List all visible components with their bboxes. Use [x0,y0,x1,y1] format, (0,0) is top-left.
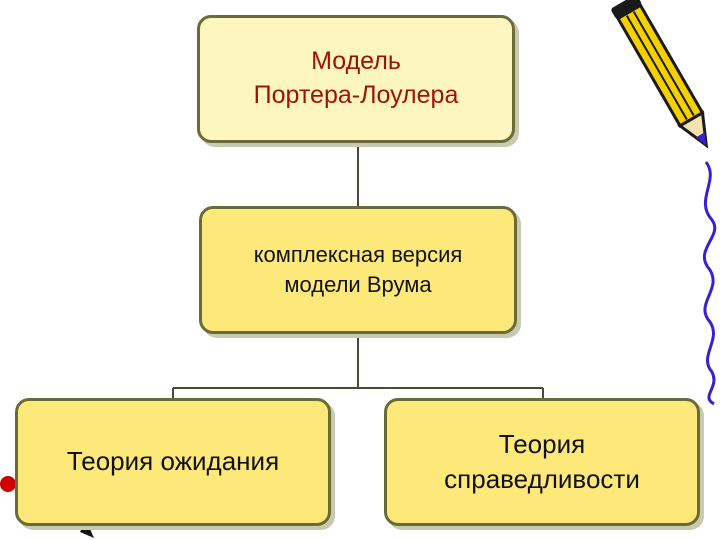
node-porter-lawler: Модель Портера-Лоулера [197,15,515,143]
node-expectancy-theory: Теория ожидания [15,398,331,526]
node-middle-line-1: комплексная версия [253,242,463,268]
pencil-icon [611,0,709,149]
node-vroom-complex: комплексная версия модели Врума [199,206,517,334]
node-top-line-2: Портера-Лоулера [253,81,459,109]
node-left-line-1: Теория ожидания [66,446,280,477]
node-top-line-1: Модель [311,47,401,76]
node-middle-line-2: модели Врума [284,272,432,297]
node-equity-theory: Теория справедливости [384,398,700,526]
decor-left-bottom [0,476,94,538]
node-right-line-1: Теория [498,428,586,459]
squiggle-line [702,161,717,406]
node-right-line-2: справедливости [444,464,640,494]
